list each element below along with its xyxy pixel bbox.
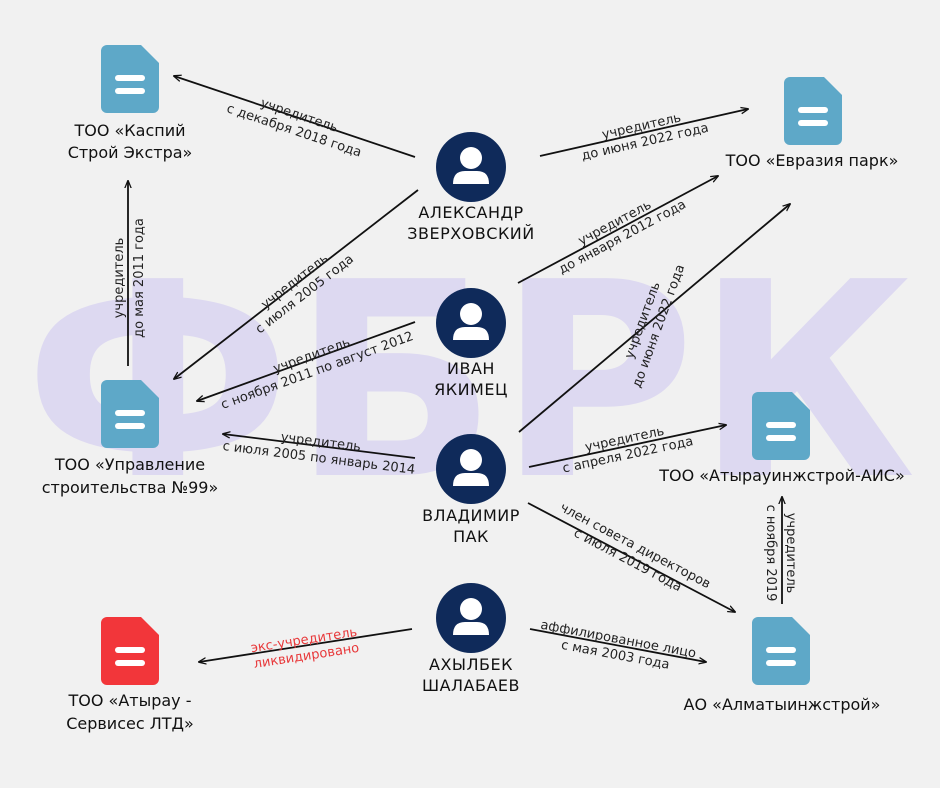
edge-label-zv-evraziya: учредитель до июня 2022 года <box>580 110 710 163</box>
company-name-line2: Строй Экстра» <box>68 143 193 162</box>
company-name-line1: ТОО «Каспий <box>73 121 185 140</box>
person-name-line1: АХЫЛБЕК <box>429 655 513 674</box>
person-node-pak[interactable]: ВЛАДИМИР ПАК <box>422 434 520 546</box>
company-node-atyrau-servis[interactable]: ТОО «Атырау - Сервисес ЛТД» <box>66 617 194 733</box>
company-node-atyrauinzh[interactable]: ТОО «Атырауинжстрой-АИС» <box>658 392 905 485</box>
person-node-yakimets[interactable]: ИВАН ЯКИМЕЦ <box>434 288 508 399</box>
svg-text:с ноября 2019: с ноября 2019 <box>763 505 778 602</box>
edge-arrow-ya-upravlenie <box>197 321 416 401</box>
edge-arrow-ya-evraziya <box>517 176 718 284</box>
edge-arrow-zv-evraziya <box>539 109 748 157</box>
edge-arrow-pak-evraziya <box>518 204 790 433</box>
edge-arrow-zv-kaspiy <box>174 76 416 158</box>
edge-label-sh-almaty: аффилированное лицо с мая 2003 года <box>539 618 697 673</box>
person-node-shalabaev[interactable]: АХЫЛБЕК ШАЛАБАЕВ <box>422 583 520 695</box>
document-icon <box>752 392 810 460</box>
edge-arrow-pak-almaty <box>527 502 735 612</box>
user-icon <box>436 434 506 504</box>
user-icon <box>436 132 506 202</box>
person-name-line1: ИВАН <box>447 359 495 378</box>
user-icon <box>436 288 506 358</box>
company-name-line2: Сервисес ЛТД» <box>66 714 194 733</box>
company-name-line2: строительства №99» <box>42 478 219 497</box>
edge-label-upr-kaspiy: учредитель до мая 2011 года <box>112 218 147 338</box>
company-node-upravlenie[interactable]: ТОО «Управление строительства №99» <box>42 380 219 497</box>
person-node-zverkhovsky[interactable]: АЛЕКСАНДР ЗВЕРХОВСКИЙ <box>407 132 535 243</box>
company-node-kaspiy[interactable]: ТОО «Каспий Строй Экстра» <box>68 45 193 162</box>
person-name-line2: ШАЛАБАЕВ <box>422 676 520 695</box>
svg-text:до мая 2011 года: до мая 2011 года <box>132 218 147 338</box>
company-name-line1: ТОО «Управление <box>54 455 205 474</box>
svg-text:учредитель: учредитель <box>783 513 798 594</box>
person-name-line2: ЗВЕРХОВСКИЙ <box>407 224 535 243</box>
document-icon <box>752 617 810 685</box>
person-name-line1: ВЛАДИМИР <box>422 506 520 525</box>
company-name-line1: АО «Алматыинжстрой» <box>684 695 881 714</box>
edge-arrow-pak-upravlenie <box>223 434 416 459</box>
document-icon <box>101 380 159 448</box>
edge-arrow-sh-almaty <box>529 628 706 662</box>
person-name-line2: ПАК <box>453 527 489 546</box>
document-icon <box>101 617 159 685</box>
user-icon <box>436 583 506 653</box>
edge-label-sh-atyrau-servis: экс-учредитель ликвидировано <box>250 625 360 672</box>
company-name-line1: ТОО «Атырау - <box>67 691 191 710</box>
company-name-line1: ТОО «Евразия парк» <box>725 151 899 170</box>
person-name-line1: АЛЕКСАНДР <box>418 203 523 222</box>
edge-label-almaty-atyrauinzh: учредитель с ноября 2019 <box>763 505 798 602</box>
document-icon <box>784 77 842 145</box>
company-node-evraziya[interactable]: ТОО «Евразия парк» <box>725 77 899 170</box>
edge-arrow-sh-atyrau-servis <box>199 628 413 662</box>
person-name-line2: ЯКИМЕЦ <box>434 380 508 399</box>
edge-label-zv-kaspiy: учредитель с декабря 2018 года <box>225 96 364 161</box>
svg-text:учредитель: учредитель <box>112 238 127 319</box>
company-name-line1: ТОО «Атырауинжстрой-АИС» <box>658 466 905 485</box>
edge-arrow-pak-atyrauinzh <box>528 425 726 468</box>
company-node-almaty[interactable]: АО «Алматыинжстрой» <box>684 617 881 714</box>
edge-arrow-zv-upravlenie <box>174 189 419 379</box>
document-icon <box>101 45 159 113</box>
